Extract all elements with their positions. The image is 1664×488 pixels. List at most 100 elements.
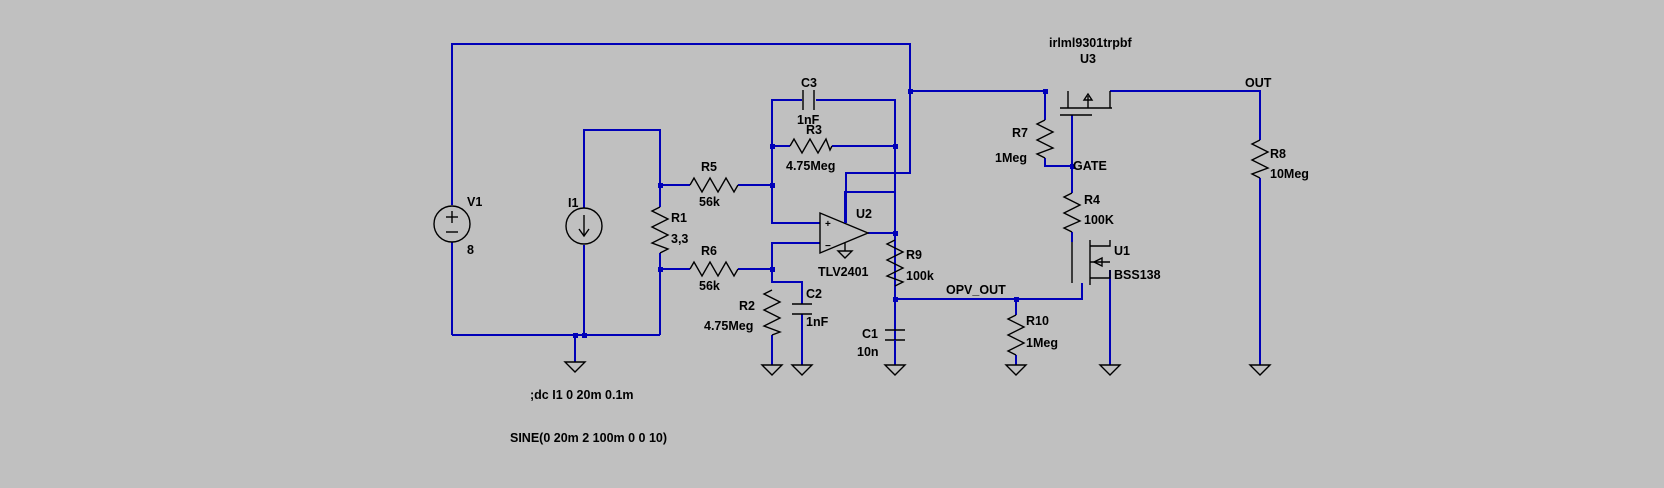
u3-ref-label: U3: [1080, 52, 1096, 66]
i1-arrow-head-icon: [578, 228, 590, 238]
r1-zigzag: [650, 206, 670, 254]
junction-dot: [1014, 297, 1019, 302]
junction-dot: [908, 89, 913, 94]
u1-source-lead: [1090, 270, 1111, 279]
r4-zigzag: [1062, 192, 1082, 233]
c2-value-label: 1nF: [806, 315, 829, 329]
pmos-u3[interactable]: [1060, 91, 1112, 116]
opamp-supply-wire: [844, 191, 895, 223]
junction-dot: [770, 183, 775, 188]
capacitor-c2[interactable]: [792, 303, 812, 315]
r1-value-label: 3,3: [671, 232, 688, 246]
resistor-r4[interactable]: [1062, 192, 1082, 233]
ground-icon: [790, 364, 814, 376]
i1-circle: [565, 207, 603, 245]
v1-value-label: 8: [467, 243, 474, 257]
r7-ref-label: R7: [1012, 126, 1028, 140]
c1-ref-label: C1: [862, 327, 878, 341]
u1-body-arrow-icon: [1092, 256, 1103, 268]
r4-value-label: 100K: [1084, 213, 1114, 227]
junction-dot: [658, 267, 663, 272]
junction-dot: [770, 144, 775, 149]
r8-zigzag: [1250, 139, 1270, 179]
junction-dot: [770, 267, 775, 272]
opamp-supply-ground-icon: [836, 250, 854, 259]
wire-r2-c2-top[interactable]: [771, 269, 803, 304]
v1-circle: [433, 205, 471, 243]
resistor-r9[interactable]: [885, 239, 905, 287]
opamp-minus-pin-label: −: [825, 241, 831, 252]
wire-pmos-drain-out[interactable]: [1110, 90, 1261, 140]
net-label-opv-out: OPV_OUT: [946, 283, 1006, 297]
c3-value-label: 1nF: [797, 113, 820, 127]
u1-ref-label: U1: [1114, 244, 1130, 258]
spice-directive-sine[interactable]: SINE(0 20m 2 100m 0 0 10): [510, 431, 667, 445]
r1-ref-label: R1: [671, 211, 687, 225]
junction-dot: [893, 297, 898, 302]
u3-value-label: irlml9301trpbf: [1049, 36, 1133, 50]
c2-ref-label: C2: [806, 287, 822, 301]
junction-dot: [893, 231, 898, 236]
r3-value-label: 4.75Meg: [786, 159, 835, 173]
r6-value-label: 56k: [699, 279, 720, 293]
u2-value-label: TLV2401: [818, 265, 869, 279]
i1-ref-label: I1: [568, 196, 578, 210]
resistor-r7[interactable]: [1035, 119, 1055, 159]
capacitor-c3[interactable]: [802, 90, 815, 110]
spice-directive-dc[interactable]: ;dc I1 0 20m 0.1m: [530, 388, 634, 402]
r2-zigzag: [762, 289, 782, 336]
resistor-r3[interactable]: [789, 137, 833, 155]
junctions: [573, 89, 1075, 338]
current-source-i1[interactable]: [565, 207, 603, 245]
resistor-r8[interactable]: [1250, 139, 1270, 179]
wire-feedback-left[interactable]: [771, 99, 802, 185]
r10-ref-label: R10: [1026, 314, 1049, 328]
wire-feedback-right[interactable]: [816, 99, 896, 365]
r5-zigzag: [689, 176, 739, 194]
wires: [451, 43, 1261, 365]
resistor-r6[interactable]: [689, 260, 739, 278]
junction-dot: [582, 333, 587, 338]
junction-dot: [1043, 89, 1048, 94]
junction-dot: [658, 183, 663, 188]
r3-ref-label: R3: [806, 123, 822, 137]
opamp-u2[interactable]: [819, 191, 895, 259]
u2-ref-label: U2: [856, 207, 872, 221]
r5-ref-label: R5: [701, 160, 717, 174]
r8-ref-label: R8: [1270, 147, 1286, 161]
wire-r5-right[interactable]: [738, 184, 820, 224]
r5-value-label: 56k: [699, 195, 720, 209]
ground-icon: [1248, 364, 1272, 376]
resistor-r5[interactable]: [689, 176, 739, 194]
v1-ref-label: V1: [467, 195, 482, 209]
resistor-r1[interactable]: [650, 206, 670, 254]
wire-v1-top-loop[interactable]: [451, 43, 911, 223]
r10-zigzag: [1006, 314, 1026, 356]
nmos-u1[interactable]: [1071, 240, 1111, 285]
wire-r7-gate[interactable]: [1044, 158, 1072, 167]
voltage-source-v1[interactable]: [433, 205, 471, 243]
resistor-r2[interactable]: [762, 289, 782, 336]
r3-zigzag: [789, 137, 833, 155]
opamp-plus-pin-label: +: [825, 219, 831, 230]
r9-zigzag: [885, 239, 905, 287]
ground-icon: [563, 360, 587, 373]
r6-zigzag: [689, 260, 739, 278]
wire-opv-out[interactable]: [895, 283, 1083, 300]
c1-value-label: 10n: [857, 345, 879, 359]
r2-ref-label: R2: [739, 299, 755, 313]
r10-value-label: 1Meg: [1026, 336, 1058, 350]
resistor-r10[interactable]: [1006, 314, 1026, 356]
r2-value-label: 4.75Meg: [704, 319, 753, 333]
r7-zigzag: [1035, 119, 1055, 159]
wire-i1-top[interactable]: [583, 129, 661, 208]
net-label-gate: GATE: [1073, 159, 1107, 173]
labels: V1 8 I1 R1 3,3 R5 56k R6 56k C3 1nF R3 4…: [467, 36, 1309, 445]
junction-dot: [893, 144, 898, 149]
r7-value-label: 1Meg: [995, 151, 1027, 165]
r8-value-label: 10Meg: [1270, 167, 1309, 181]
r6-ref-label: R6: [701, 244, 717, 258]
wire-r6-right[interactable]: [738, 242, 820, 270]
u1-value-label: BSS138: [1114, 268, 1161, 282]
